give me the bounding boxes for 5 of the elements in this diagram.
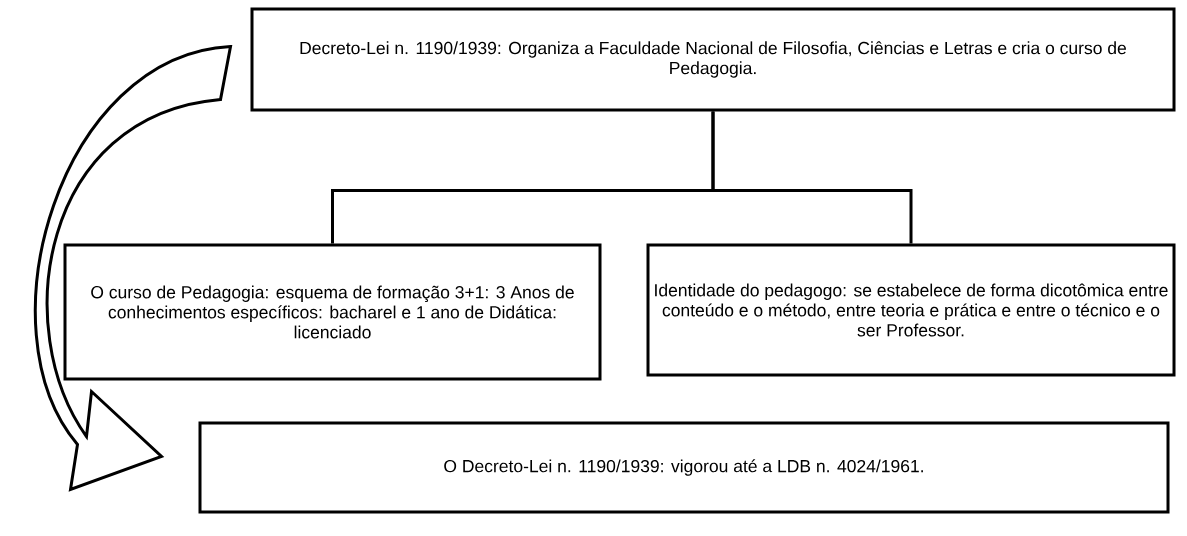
text-box: O curso de Pedagogia: esquema de formação 3+1: 3 Anos de conhecimentos específicos: bacharel e 1 ano de Didática: licenciado — [63, 243, 602, 381]
connector-line — [711, 111, 913, 244]
text-box: O Decreto-Lei n. 1190/1939: vigorou até a LDB n. 4024/1961. — [198, 421, 1170, 514]
text-box: Identidade do pedagogo: se estabelece de forma dicotômica entre conteúdo e o método, entre teoria e prática e entre o técnico e o ser Professor. — [646, 243, 1176, 377]
text-box: Decreto-Lei n. 1190/1939: Organiza a Faculdade Nacional de Filosofia, Ciências e Letras e cria o curso de Pedagogia. — [250, 7, 1176, 112]
